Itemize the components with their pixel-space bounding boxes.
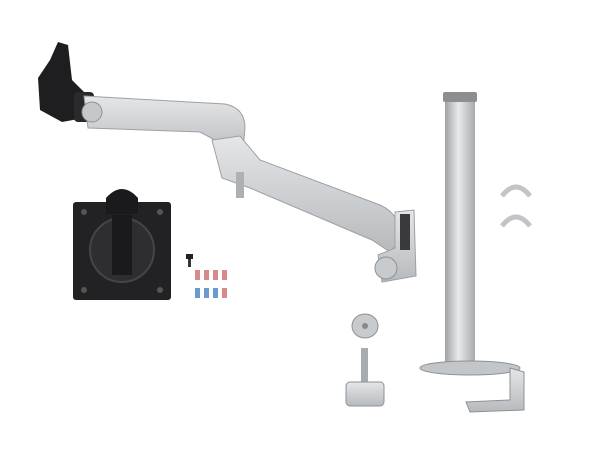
desk-clamp (419, 360, 525, 413)
vesa-plate (73, 189, 171, 300)
upper-arm (81, 95, 246, 159)
lower-arm (211, 135, 401, 253)
cable-clips (500, 184, 532, 228)
arm-bracket (374, 209, 417, 283)
screw-set (186, 254, 227, 298)
bolt-hardware (345, 313, 385, 407)
pole (443, 92, 477, 366)
